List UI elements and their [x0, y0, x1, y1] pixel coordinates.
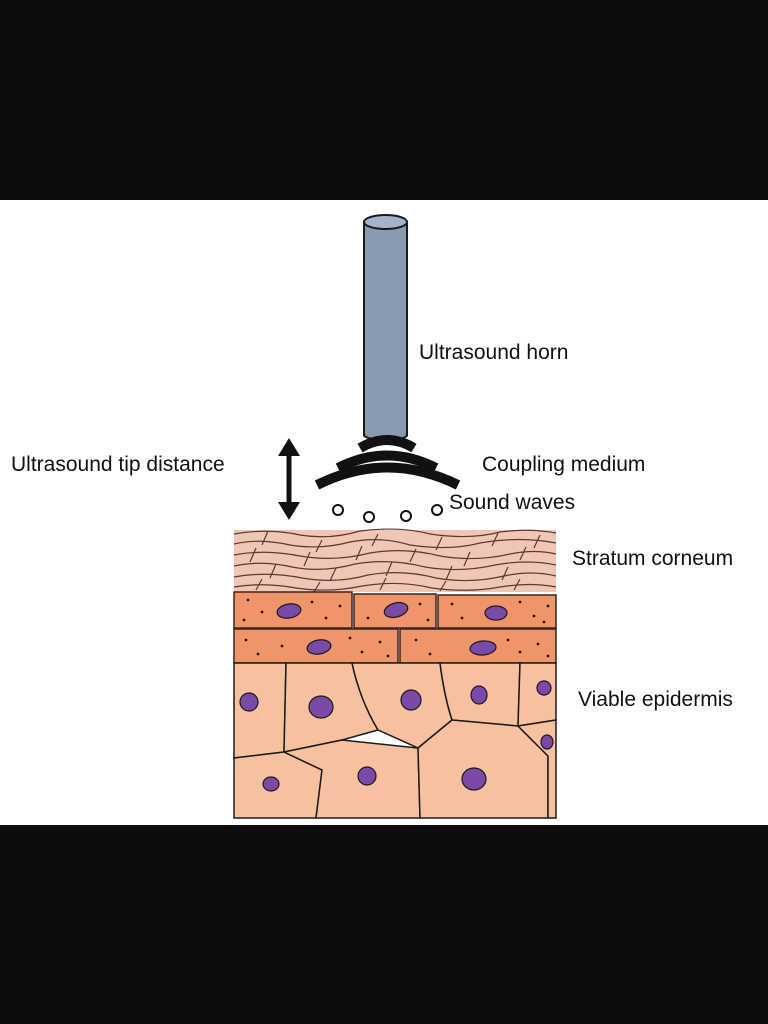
diagram-canvas: Ultrasound horn Ultrasound tip distance …	[0, 200, 768, 825]
viable-epidermis-cells	[233, 662, 557, 819]
label-coupling-medium: Coupling medium	[482, 453, 646, 476]
sound-wave-arcs	[314, 435, 461, 490]
ultrasound-horn	[363, 214, 408, 441]
label-ultrasound-horn: Ultrasound horn	[419, 341, 569, 364]
diagram-svg	[233, 214, 557, 819]
skin-block	[233, 528, 557, 819]
label-viable-epidermis: Viable epidermis	[578, 688, 733, 711]
bubbles	[332, 504, 443, 523]
nuclei	[239, 601, 554, 792]
tip-distance-arrow	[278, 438, 300, 520]
label-sound-waves: Sound waves	[449, 491, 576, 514]
stratum-corneum-cells	[233, 528, 557, 593]
granules	[242, 598, 550, 658]
label-stratum-corneum: Stratum corneum	[572, 547, 734, 570]
label-ultrasound-tip-distance: Ultrasound tip distance	[11, 453, 225, 476]
